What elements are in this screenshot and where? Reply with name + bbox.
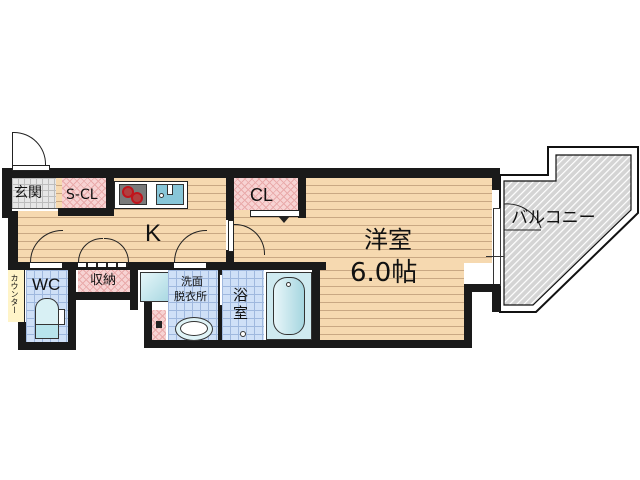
bathroom-drain-icon [240, 331, 246, 337]
room-step-wall [464, 284, 500, 292]
faucet-icon [167, 184, 173, 195]
western-room-size: 6.0帖 [350, 258, 418, 288]
closet[interactable] [234, 178, 298, 210]
bathroom-label-line1: 浴 [233, 286, 249, 304]
bathroom-floor [222, 270, 264, 340]
western-room-label: 洋室 [364, 226, 412, 254]
wc-wall-right [68, 270, 76, 350]
shoe-closet-wall-bottom [58, 208, 114, 216]
storage[interactable] [78, 270, 130, 292]
closet-door-handle-icon [278, 216, 290, 223]
washbasin-inner-icon [180, 321, 208, 336]
washroom-wall-left [130, 270, 138, 310]
shoe-closet-wall-right [106, 178, 114, 216]
entrance-wall-left [2, 168, 12, 218]
room-bottom-wall [312, 340, 472, 348]
shower-unit [140, 272, 170, 302]
bathroom-label-line2: 室 [233, 304, 249, 322]
outer-wall-top [8, 168, 500, 178]
entrance-wall-top [2, 168, 62, 178]
counter-label: カウンター [10, 274, 19, 314]
room-right-lower-wall [464, 284, 472, 348]
closet-wall-right [298, 168, 306, 218]
wc-wall-left [18, 322, 26, 350]
burner-icon [131, 192, 143, 204]
window-mark [486, 256, 504, 257]
western-room-floor-lower [318, 263, 464, 340]
toilet-tank-icon [35, 324, 59, 339]
wc-wall-bottom [18, 342, 76, 350]
middle-wall [8, 262, 326, 270]
shoe-closet-label: S-CL [66, 187, 98, 203]
washroom-label-line1: 洗面 [181, 275, 203, 288]
toilet-paper-icon [58, 309, 65, 325]
entrance-floor [12, 178, 56, 208]
counter [8, 270, 25, 322]
washroom-wall-bottom [144, 340, 320, 348]
room-right-wall-top [492, 168, 500, 190]
shelf-mark-icon [156, 321, 162, 328]
shoe-closet[interactable] [62, 178, 106, 208]
storage-label: 収納 [90, 273, 117, 288]
washroom-wall-left-lower [144, 302, 152, 348]
storage-wall-bottom [76, 292, 138, 300]
closet-door[interactable] [250, 210, 300, 217]
sliding-window[interactable] [493, 208, 501, 286]
balcony-label: バルコニー [511, 208, 596, 228]
partition-wall-kitchen-room [226, 168, 234, 220]
partition-wall-kitchen-room-lower [226, 250, 234, 264]
entrance-door-frame [12, 165, 50, 171]
room-door-frame [228, 220, 234, 252]
drain-icon [159, 193, 164, 198]
wet-area-right-wall [312, 262, 320, 348]
entrance-label: 玄関 [14, 185, 42, 201]
washroom-door-frame [174, 263, 206, 268]
kitchen-label: K [145, 220, 162, 247]
wc-door-frame [30, 263, 62, 268]
bathroom-wall-left [218, 270, 222, 342]
entrance-step-line [12, 208, 62, 211]
storage-door-frame [78, 263, 128, 267]
outer-wall-left [8, 168, 18, 318]
closet-label: CL [250, 185, 274, 205]
washroom-label-line2: 脱衣所 [174, 290, 207, 303]
wc-label: WC [32, 275, 61, 294]
room-right-wall-bottom [492, 284, 500, 312]
bathtub-drain-icon [286, 282, 291, 287]
